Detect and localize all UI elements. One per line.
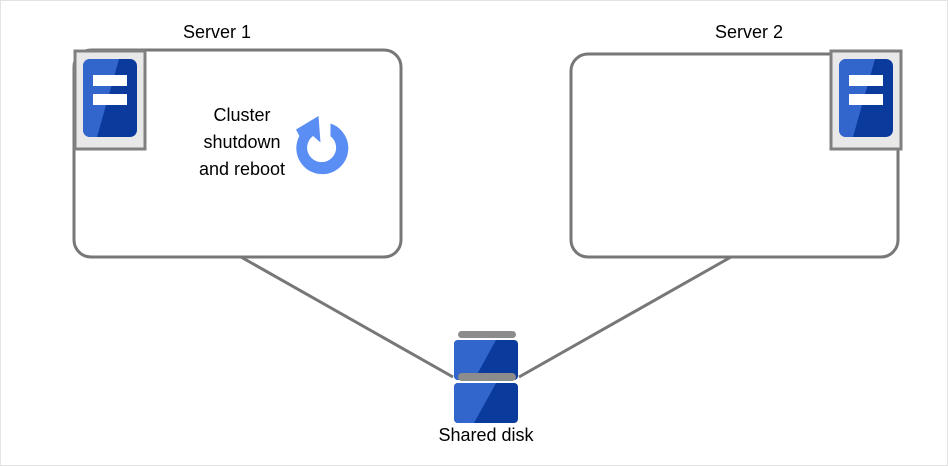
server-icon — [83, 59, 137, 137]
connector-server1-to-disk — [240, 255, 454, 379]
annotation-line-3: and reboot — [199, 159, 285, 179]
disk-bar-lower — [458, 373, 516, 381]
cluster-shutdown-annotation: Cluster shutdown and reboot — [199, 105, 285, 179]
connector-server2-to-disk — [518, 255, 732, 379]
server-icon-bar-top — [849, 75, 883, 86]
connector-group — [240, 255, 732, 379]
server-icon-bar-bottom — [849, 94, 883, 105]
refresh-circular-arrow-icon — [296, 116, 349, 175]
server-1-icon-frame — [73, 49, 147, 151]
server-1-title: Server 1 — [183, 22, 251, 42]
server-2-icon-frame — [829, 49, 903, 151]
annotation-line-2: shutdown — [203, 132, 280, 152]
server-1-box[interactable] — [72, 48, 403, 259]
annotation-line-1: Cluster — [213, 105, 270, 125]
server-2-box[interactable] — [569, 52, 900, 259]
disk-bar-upper — [458, 331, 516, 338]
disk-platter-lower — [454, 383, 518, 423]
server-icon-bar-top — [93, 75, 127, 86]
server-icon-bar-bottom — [93, 94, 127, 105]
shared-disk-node[interactable]: Shared disk — [438, 331, 535, 445]
shared-disk-label: Shared disk — [438, 425, 534, 445]
server-1-node[interactable]: Server 1 Cluster shutdown — [72, 22, 403, 259]
server-2-title: Server 2 — [715, 22, 783, 42]
server-icon — [839, 59, 893, 137]
server-2-node[interactable]: Server 2 — [569, 22, 903, 259]
